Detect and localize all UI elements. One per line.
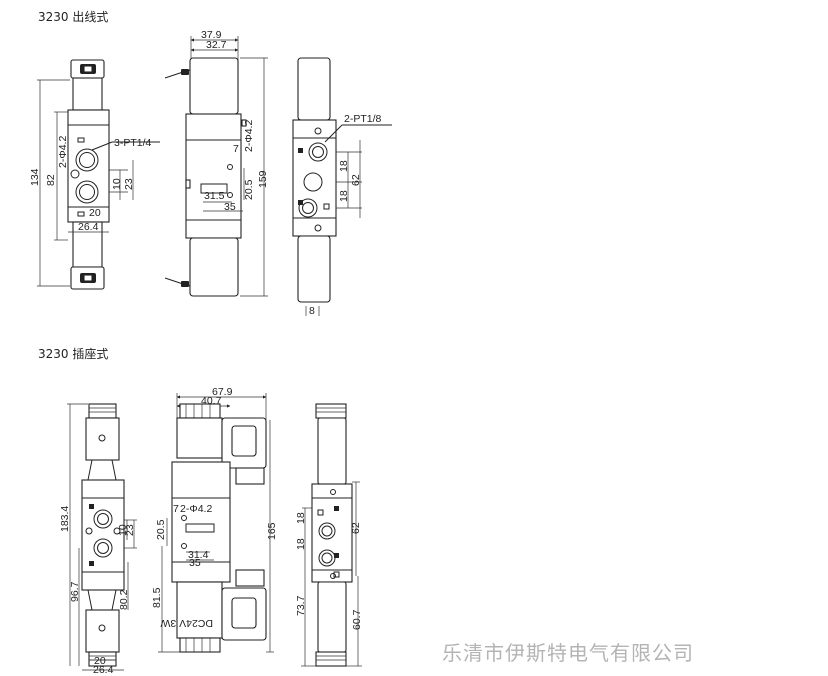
dim-82: 82 <box>45 174 57 186</box>
dim-20-5-plug: 20.5 <box>155 519 167 540</box>
dim-37-9: 37.9 <box>201 29 222 41</box>
wire-right-view: 2-PT1/8 18 18 62 8 <box>292 57 392 317</box>
dim-23: 23 <box>123 178 135 190</box>
dim-18-lower: 18 <box>338 190 350 202</box>
dim-183-4: 183.4 <box>59 506 71 532</box>
dim-134: 134 <box>29 168 41 186</box>
dim-62: 62 <box>350 174 362 186</box>
dim-165: 165 <box>266 522 278 540</box>
dim-7-side: 7 <box>233 143 239 155</box>
dim-18-upper: 18 <box>338 160 350 172</box>
plug-side-view: 67.9 40.7 7 7 2-Φ4.2 20.5 31.4 35 <box>151 386 278 653</box>
dim-67-9: 67.9 <box>212 386 233 398</box>
dim-8: 8 <box>309 305 315 317</box>
section-title-wire: 3230 出线式 <box>38 10 108 24</box>
wire-side-view: 37.9 32.7 2-Φ4.2 7 20.5 159 31.5 35 <box>164 29 269 297</box>
dim-2-pt18: 2-PT1/8 <box>344 113 382 125</box>
dim-7-plug-2: 7 <box>173 503 179 515</box>
dim-35-plug: 35 <box>189 557 201 569</box>
company-watermark: 乐清市伊斯特电气有限公司 <box>442 641 694 665</box>
dim-32-7: 32.7 <box>206 39 227 51</box>
dim-20-5-side: 20.5 <box>243 179 255 200</box>
dim-81-5: 81.5 <box>151 587 163 608</box>
dim-96-7: 96.7 <box>69 581 81 602</box>
dim-60-7: 60.7 <box>351 609 363 630</box>
dim-35-side: 35 <box>224 201 236 213</box>
dim-3-pt14: 3-PT1/4 <box>114 137 152 149</box>
dim-159: 159 <box>257 170 269 188</box>
dim-20: 20 <box>89 207 101 219</box>
dim-31-4: 31.4 <box>188 549 209 561</box>
plug-right-view: 18 18 62 73.7 60.7 <box>295 403 363 667</box>
dim-18-plug-upper: 18 <box>295 512 307 524</box>
dim-62-plug: 62 <box>350 522 362 534</box>
dim-hole-plug: 2-Φ4.2 <box>180 503 212 515</box>
section-title-plug: 3230 插座式 <box>38 346 108 361</box>
dim-18-plug-lower: 18 <box>295 538 307 550</box>
dim-port-hole: 2-Φ4.2 <box>57 136 69 168</box>
dim-31-5: 31.5 <box>204 190 225 202</box>
dim-26-4-plug: 26.4 <box>93 664 114 676</box>
plug-front-view: 183.4 10 23 96.7 80.2 20 26.4 <box>59 403 137 676</box>
dim-20-plug: 20 <box>94 655 106 667</box>
dim-26-4: 26.4 <box>78 221 99 233</box>
dim-10: 10 <box>111 178 123 190</box>
dim-10-plug: 10 <box>117 524 129 536</box>
dim-23-plug: 23 <box>124 524 136 536</box>
dim-73-7: 73.7 <box>295 595 307 616</box>
dim-80-2: 80.2 <box>118 589 130 610</box>
dim-hole-side: 2-Φ4.2 <box>243 120 255 152</box>
coil-label: DC24V 3W <box>160 617 213 629</box>
wire-front-view: 134 82 2-Φ4.2 3-PT1/4 10 23 20 26.4 <box>29 59 160 290</box>
